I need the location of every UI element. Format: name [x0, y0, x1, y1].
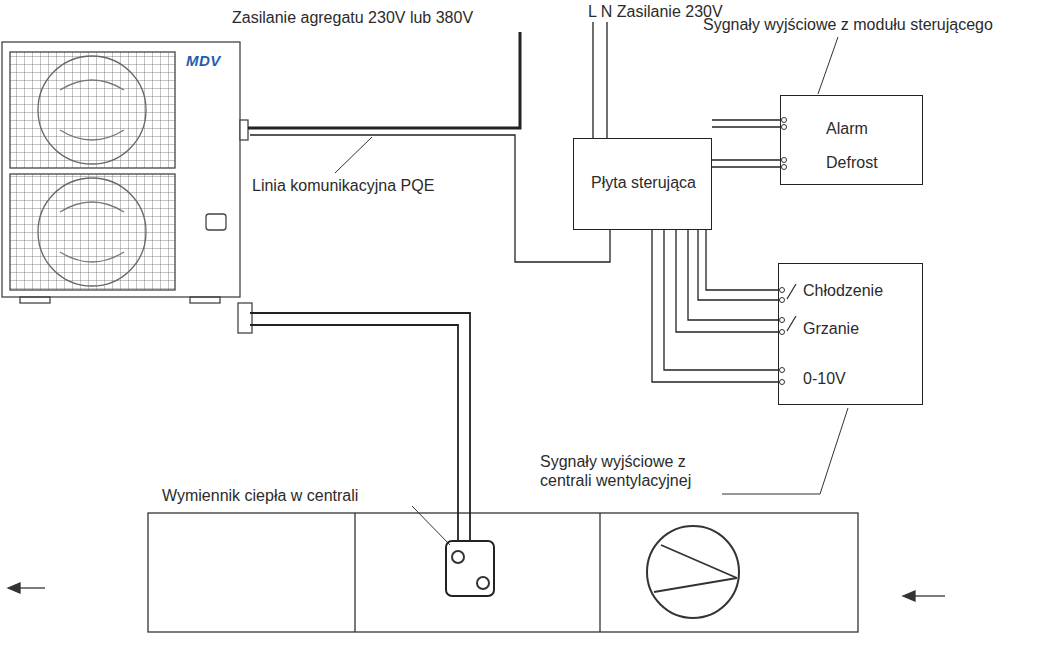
wire	[706, 230, 778, 290]
output-signals-box: AlarmDefrost	[780, 95, 923, 185]
airflow-arrow	[8, 583, 945, 601]
callout-label: Sygnały wyjściowe z modułu sterującego	[703, 15, 993, 34]
node-text: 0-10V	[803, 369, 846, 388]
connector	[250, 313, 470, 540]
wire	[676, 230, 778, 332]
leader-lines	[335, 37, 848, 545]
wire	[712, 126, 780, 127]
control-board: Płyta sterująca	[573, 138, 712, 230]
ahu-signals-box: ChłodzenieGrzanie 0-10V	[778, 263, 923, 405]
wire	[712, 166, 780, 167]
connector	[712, 120, 780, 167]
connector	[250, 135, 610, 262]
wire	[688, 230, 778, 320]
callout-label: Linia komunikacyjna PQE	[252, 176, 434, 195]
wire	[664, 230, 778, 370]
heat-exchanger: Wymiennik ciepła w centrali	[445, 540, 495, 597]
wire	[250, 135, 610, 262]
air-handling-unit	[148, 513, 858, 632]
power-cable	[248, 32, 520, 128]
outdoor-unit-logo: MDV	[0, 40, 250, 340]
node-title: Chłodzenie	[803, 281, 883, 300]
node-text: Defrost	[826, 153, 878, 172]
callout-label: Sygnały wyjściowe z centrali wentylacyjn…	[540, 452, 725, 490]
wire	[712, 119, 780, 120]
terminals	[780, 118, 797, 385]
node-text: Grzanie	[803, 319, 859, 338]
wire	[250, 325, 458, 540]
supply-wires	[593, 22, 607, 138]
node-title: Alarm	[826, 119, 868, 138]
callout-label: L N Zasilanie 230V	[588, 2, 723, 21]
wire	[698, 230, 778, 300]
wire	[712, 159, 780, 160]
callout-label: Zasilanie agregatu 230V lub 380V	[232, 8, 473, 27]
wire	[250, 313, 470, 540]
node-title: MDV	[186, 52, 221, 70]
wire	[652, 230, 778, 382]
connector	[652, 230, 778, 382]
node-title: Wymiennik ciepła w centrali	[162, 486, 358, 505]
outdoor-unit	[2, 42, 252, 333]
node-title: Płyta sterująca	[591, 173, 696, 192]
